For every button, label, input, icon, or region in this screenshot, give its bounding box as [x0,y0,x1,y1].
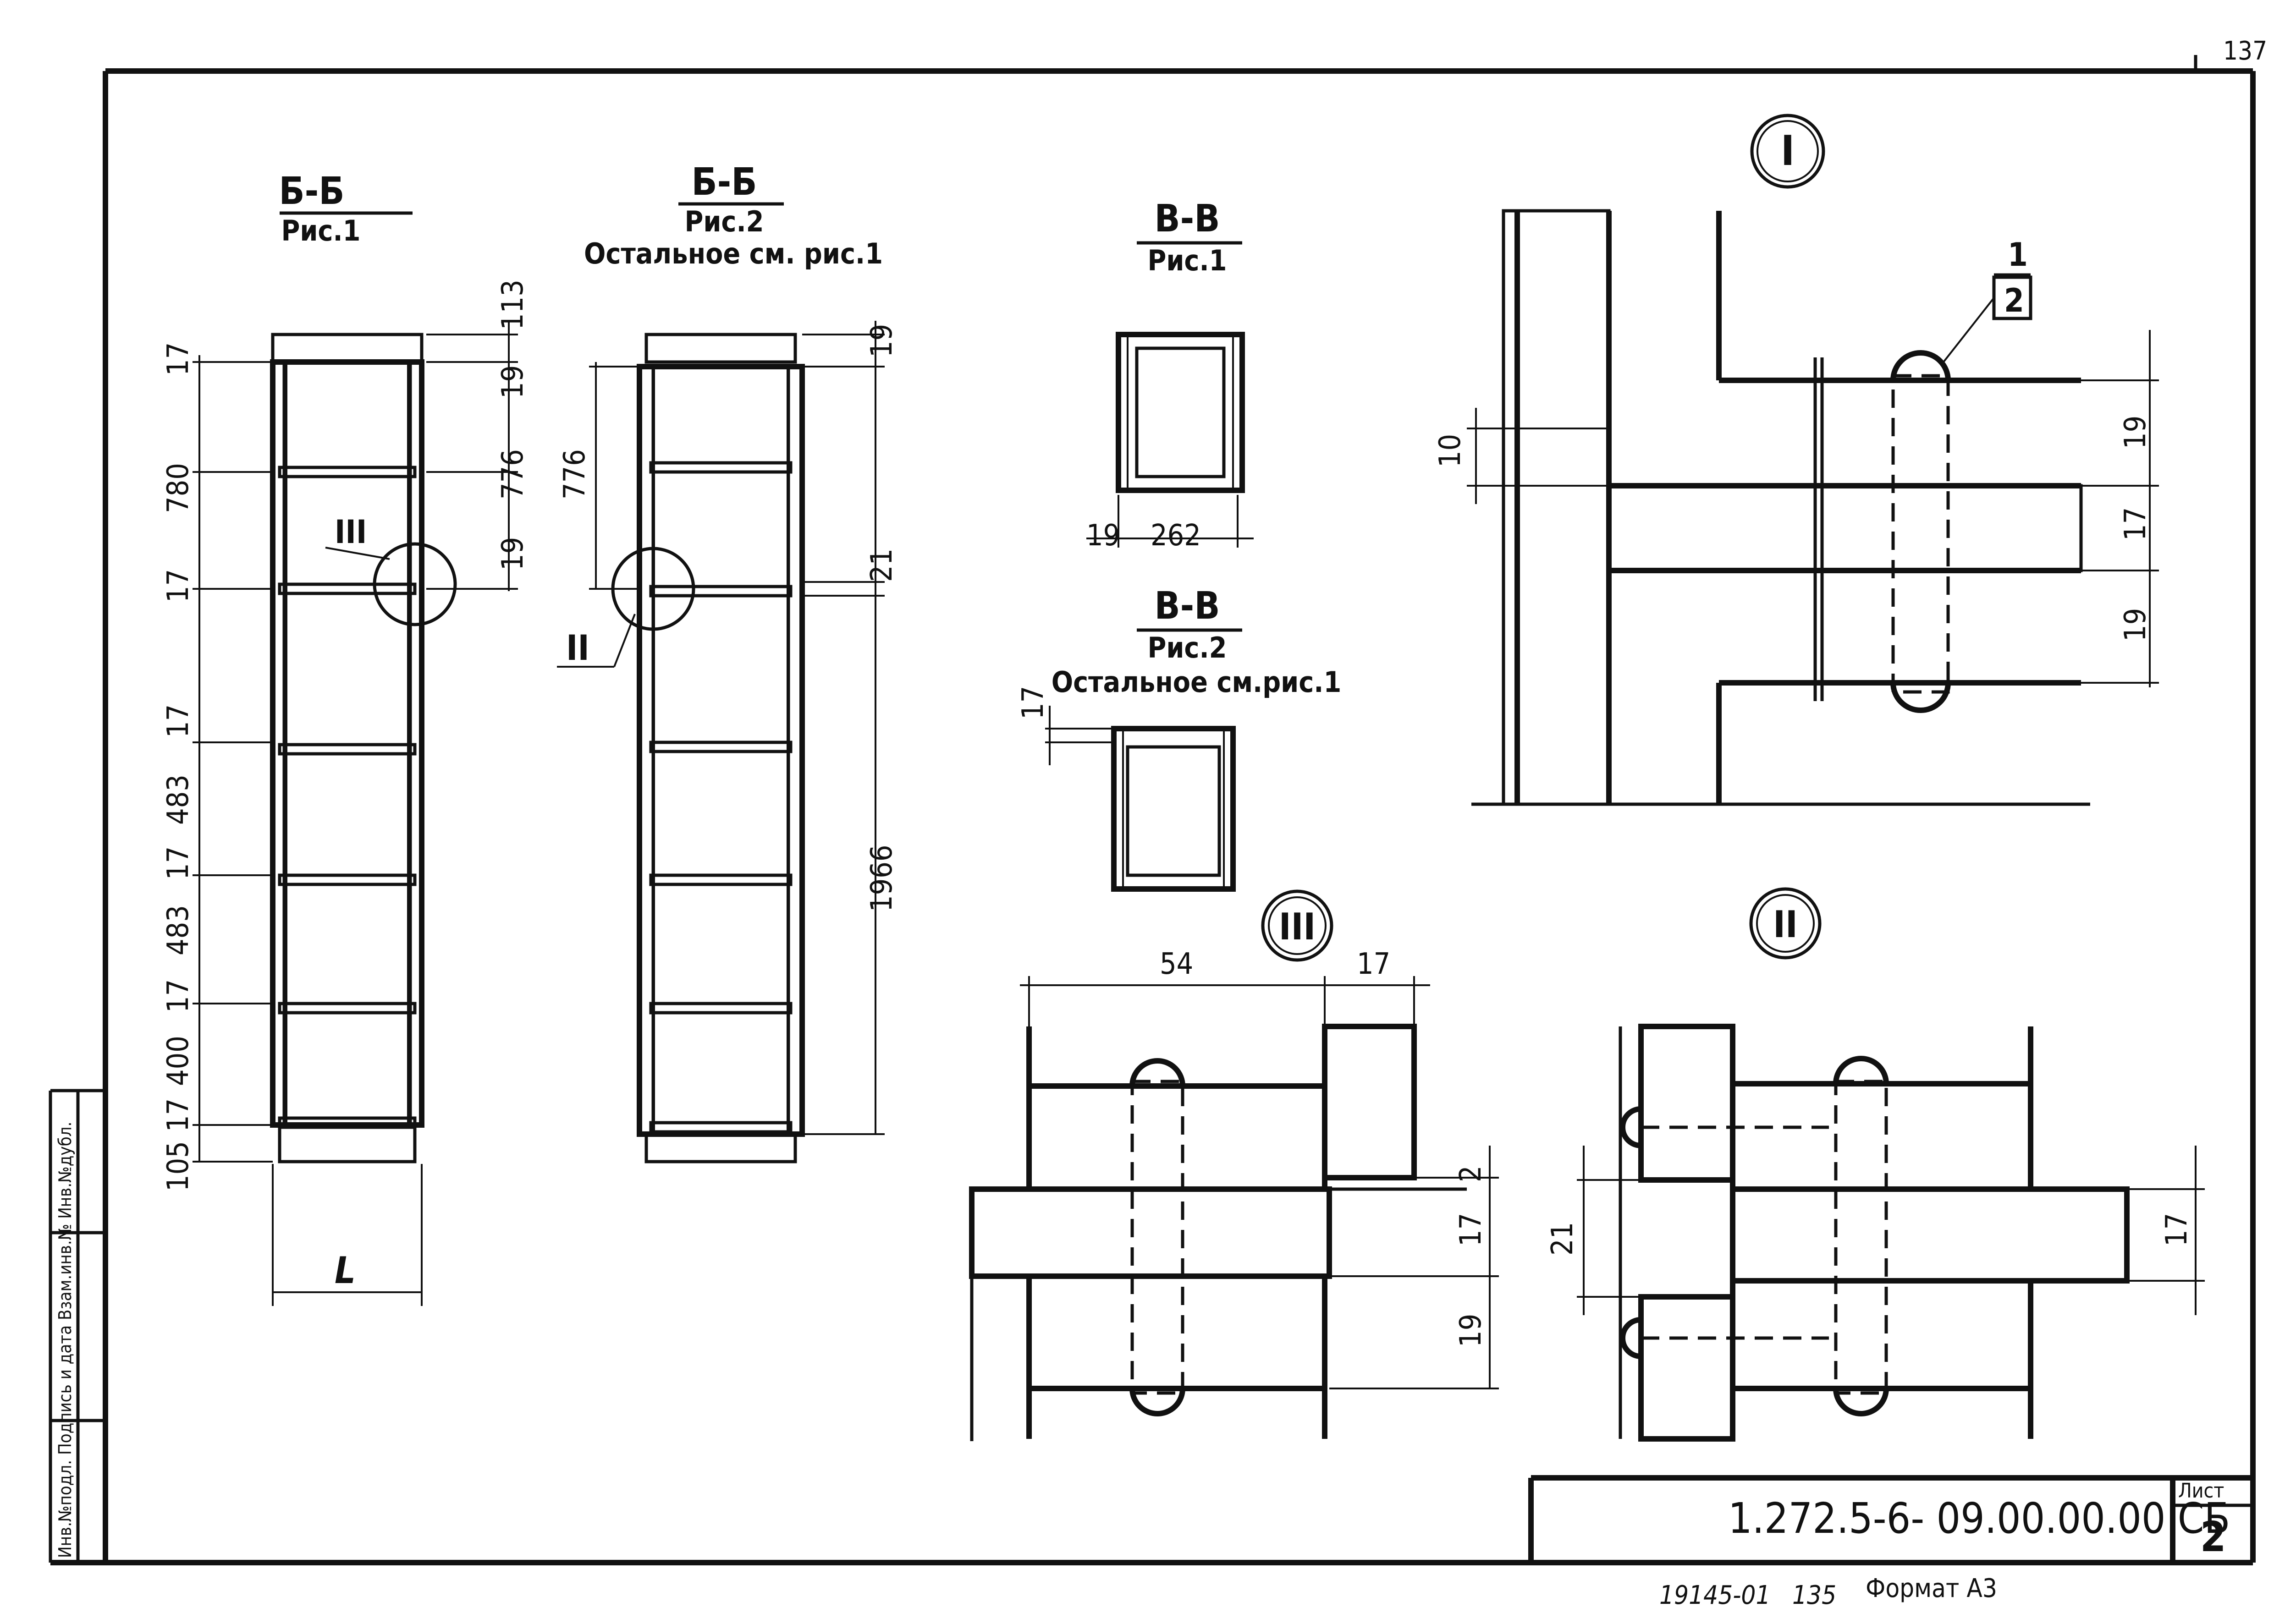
bb1-dim-113: 113 [496,280,530,330]
detail-I-drawing [1471,209,2090,806]
bb2-dim-776: 776 [558,449,592,499]
bb1-dim-780: 780 [161,463,195,513]
sheet-label: Лист [2178,1479,2224,1503]
bb1-dim-17e: 17 [161,979,195,1013]
bb1-dim-17a: 17 [161,342,195,376]
bb2-section [611,333,805,1163]
vv1-sub: Рис.1 [1147,244,1227,277]
bb1-dim-L: L [335,1249,356,1292]
detail-I-dim-19a: 19 [2119,416,2153,449]
bb1-dim-483b: 483 [161,905,195,955]
detail-I-dim-10: 10 [1433,434,1467,467]
bb1-dim-19a: 19 [496,365,530,399]
detail-II-drawing [1619,1024,2130,1442]
detail-III-dim-19: 19 [1454,1314,1488,1347]
bb1-dim-19b: 19 [496,537,530,571]
vv2-title: В-В [1154,584,1220,628]
bb2-dim-19: 19 [865,324,899,357]
bb1-dim-105: 105 [161,1141,195,1191]
detail-II-dim-lines [1577,1146,2205,1315]
detail-II-marker: II [1773,903,1798,946]
vv2-note: Остальное см.рис.1 [1052,665,1342,699]
bb2-dim-labels: 776 19 21 1966 [558,324,899,912]
detail-I-dim-19b: 19 [2119,608,2153,642]
page-corner-number: 137 [2223,36,2267,66]
bb2-note: Остальное см. рис.1 [584,237,883,270]
bb1-sub: Рис.1 [281,214,360,247]
bb1-dim-17b: 17 [161,569,195,603]
detail-III-dim-lines [1020,976,1499,1389]
vv1-dim-19: 19 [1086,519,1120,553]
detail-III-drawing [969,1024,1467,1441]
detail-I-dim-lines [1467,330,2159,687]
detail-III-marker: III [1279,905,1316,948]
vv2-sub: Рис.2 [1147,631,1227,664]
bb2-sub: Рис.2 [684,205,764,238]
detail-III-dim-17a: 17 [1357,947,1390,981]
bb2-title: Б-Б [691,160,757,204]
sheet-number: 2 [2200,1513,2226,1561]
footer-format: Формат А3 [1866,1574,1997,1603]
vv2-section [1111,726,1236,892]
bb1-dim-17c: 17 [161,704,195,738]
bb1-dim-483a: 483 [161,774,195,825]
bb1-dim-776: 776 [496,449,530,499]
detail-III-dim-2: 2 [1454,1165,1488,1182]
footer-number: 135 [1792,1580,1836,1610]
bb1-dim-400: 400 [161,1036,195,1086]
detail-II-dim-21: 21 [1546,1222,1580,1256]
bb2-detail-marker: II [566,627,589,668]
detail-III-dim-54: 54 [1160,947,1193,981]
vv1-title: В-В [1154,197,1220,241]
bb1-title: Б-Б [279,170,344,213]
detail-I-leader-2: 2 [2004,282,2024,319]
bb1-dim-lines [193,321,518,1306]
bb2-dim-1966: 1966 [865,845,899,912]
vv2-dim-17: 17 [1016,686,1050,719]
detail-II-dim-17: 17 [2160,1213,2194,1246]
bb1-section [270,333,457,1163]
bb1-dim-labels: 17 780 17 17 483 17 483 17 400 17 105 11… [161,280,530,1292]
bb1-dim-17f: 17 [161,1098,195,1132]
detail-I-marker: I [1781,127,1795,175]
bb2-dim-21: 21 [865,549,899,582]
detail-III-dim-17b: 17 [1454,1213,1488,1246]
drawing-designation: 1.272.5-6- 09.00.00.00 СБ [1728,1494,2230,1543]
sheet-frame [49,55,2256,1565]
detail-I-dim-17: 17 [2119,507,2153,541]
left-strip-text: Инв.№подл. Подпись и дата Взам.инв.№ Инв… [55,1122,75,1558]
bb2-dim-lines [589,321,885,1135]
vv1-dim-262: 262 [1151,519,1201,553]
footer-code: 19145-01 [1659,1580,1771,1610]
detail-I-leader-1: 1 [2008,236,2028,274]
bb1-detail-marker: III [335,513,367,551]
vv1-section [1116,332,1245,493]
title-block [1528,1475,2253,1563]
bb1-dim-17d: 17 [161,846,195,880]
